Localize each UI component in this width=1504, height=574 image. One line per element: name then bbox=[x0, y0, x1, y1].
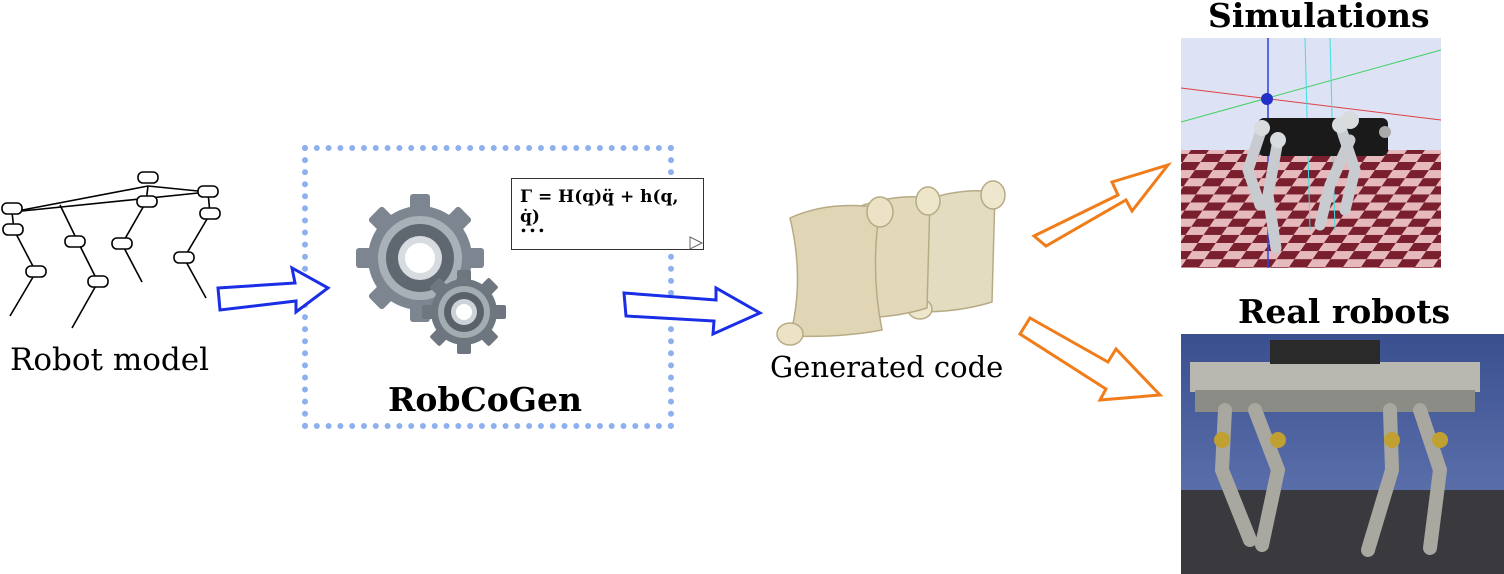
scroll-icon bbox=[776, 180, 1006, 346]
robcogen-label: RobCoGen bbox=[388, 380, 582, 419]
equation-box: Γ = H(q)q̈ + h(q, q̇) ... bbox=[511, 178, 704, 250]
simulation-screenshot bbox=[1181, 38, 1441, 268]
arrow-to-real-robots bbox=[1017, 315, 1164, 402]
kinematic-tree-icon bbox=[1, 171, 221, 329]
arrow-to-robcogen bbox=[216, 265, 331, 315]
arrow-to-generated-code bbox=[622, 285, 764, 337]
simulations-label: Simulations bbox=[1208, 0, 1430, 35]
real-robots-label: Real robots bbox=[1238, 292, 1451, 331]
page-corner-icon bbox=[689, 236, 704, 250]
equation-ellipsis: ... bbox=[520, 213, 547, 237]
dynamics-equation: Γ = H(q)q̈ + h(q, q̇) bbox=[520, 187, 679, 227]
generated-code-label: Generated code bbox=[770, 350, 1004, 384]
robot-photo bbox=[1181, 334, 1504, 574]
robot-model-label: Robot model bbox=[10, 342, 209, 378]
arrow-to-simulations bbox=[1031, 162, 1173, 248]
gears-icon bbox=[356, 194, 506, 354]
